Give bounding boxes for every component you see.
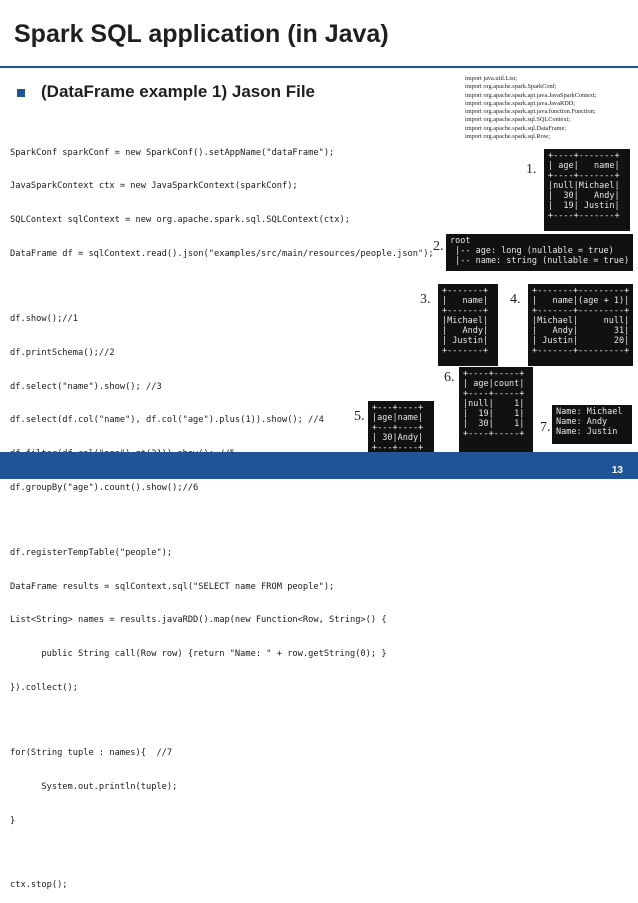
code-line: }).collect(); [10, 683, 78, 694]
import-line: import org.apache.spark.api.java.JavaSpa… [465, 91, 597, 99]
code-line: for(String tuple : names){ //7 [10, 747, 173, 758]
terminal-output-7: Name: Michael Name: Andy Name: Justin [552, 405, 632, 444]
terminal-output-3: +-------+ | name| +-------+ |Michael| | … [438, 284, 498, 366]
import-line: import org.apache.spark.sql.SQLContext; [465, 116, 570, 124]
import-line: import java.util.List; [465, 75, 517, 82]
terminal-output-4: +-------+---------+ | name|(age + 1)| +-… [528, 284, 633, 366]
code-gap [10, 849, 434, 857]
page-number: 13 [611, 465, 623, 476]
import-line: import org.apache.spark.api.java.functio… [465, 108, 596, 116]
code-line: List<String> names = results.javaRDD().m… [10, 615, 387, 626]
code-line: DataFrame results = sqlContext.sql("SELE… [10, 581, 335, 592]
code-line: System.out.println(tuple); [10, 781, 178, 792]
bullet-square-icon [17, 89, 25, 97]
output-label-1: 1. [526, 162, 537, 177]
output-label-2: 2. [433, 239, 444, 254]
code-line: df.groupBy("age").count().show();//6 [10, 483, 199, 494]
terminal-output-1: +----+-------+ | age| name| +----+------… [544, 149, 630, 231]
code-line: df.printSchema();//2 [10, 347, 115, 358]
code-line: df.registerTempTable("people"); [10, 547, 173, 558]
imports-block: import java.util.List; import org.apache… [465, 75, 596, 141]
terminal-output-6: +----+-----+ | age|count| +----+-----+ |… [459, 367, 533, 460]
code-line: df.select("name").show(); //3 [10, 381, 162, 392]
import-line: import org.apache.spark.SparkConf; [465, 83, 557, 91]
code-line: ctx.stop(); [10, 880, 68, 890]
code-line: public String call(Row row) {return "Nam… [10, 649, 387, 660]
footer-bar [0, 452, 638, 479]
output-label-4: 4. [510, 292, 521, 307]
code-line: df.show();//1 [10, 313, 78, 324]
terminal-output-5: +---+----+ |age|name| +---+----+ | 30|An… [368, 401, 434, 461]
java-code-block: SparkConf sparkConf = new SparkConf().se… [10, 125, 434, 903]
slide-title: Spark SQL application (in Java) [14, 20, 389, 48]
output-label-7: 7. [540, 420, 551, 435]
output-label-5: 5. [354, 409, 365, 424]
slide-subtitle: (DataFrame example 1) Jason File [41, 82, 316, 101]
code-line: SparkConf sparkConf = new SparkConf().se… [10, 147, 335, 158]
code-line: } [10, 815, 16, 826]
code-line: SQLContext sqlContext = new org.apache.s… [10, 215, 350, 226]
import-line: import org.apache.spark.sql.DataFrame; [465, 124, 567, 132]
output-label-3: 3. [420, 292, 431, 307]
import-line: import org.apache.spark.sql.Row; [465, 133, 551, 141]
code-gap [10, 283, 434, 291]
terminal-output-2: root |-- age: long (nullable = true) |--… [446, 234, 633, 271]
code-gap [10, 517, 434, 525]
import-line: import org.apache.spark.api.java.JavaRDD… [465, 99, 576, 107]
code-line: DataFrame df = sqlContext.read().json("e… [10, 249, 434, 260]
code-line: df.select(df.col("name"), df.col("age").… [10, 415, 324, 426]
output-label-6: 6. [444, 370, 455, 385]
code-gap [10, 717, 434, 725]
code-line: JavaSparkContext ctx = new JavaSparkCont… [10, 181, 298, 192]
title-divider [0, 66, 638, 68]
